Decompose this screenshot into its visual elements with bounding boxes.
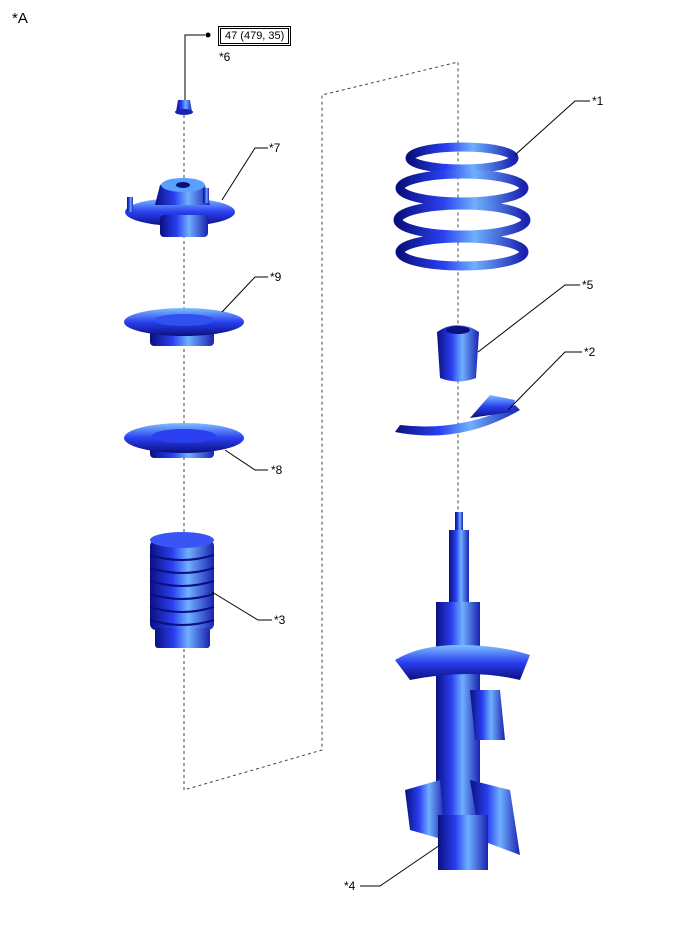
torque-spec-box: 47 (479, 35) bbox=[218, 26, 292, 46]
callout-1: *1 bbox=[592, 94, 604, 108]
bump-stopper bbox=[437, 325, 479, 382]
callout-3: *3 bbox=[274, 613, 286, 627]
nut bbox=[175, 100, 193, 115]
callout-9: *9 bbox=[270, 270, 282, 284]
dust-boot bbox=[149, 532, 215, 648]
shock-absorber bbox=[395, 512, 530, 870]
coil-spring bbox=[393, 142, 531, 271]
leader-lines bbox=[184, 34, 590, 887]
torque-spec: 47 (479, 35) bbox=[220, 28, 290, 44]
upper-insulator bbox=[124, 423, 244, 458]
callout-7: *7 bbox=[269, 141, 281, 155]
view-label: *A bbox=[12, 10, 28, 27]
upper-spring-seat bbox=[124, 308, 244, 346]
callout-8: *8 bbox=[271, 463, 283, 477]
callout-4: *4 bbox=[344, 879, 356, 893]
assembly-dashed-line bbox=[183, 61, 459, 791]
callout-6: *6 bbox=[219, 50, 231, 64]
torque-marker bbox=[205, 32, 211, 38]
upper-support bbox=[125, 178, 235, 237]
lower-insulator bbox=[395, 395, 520, 436]
callout-5: *5 bbox=[582, 278, 594, 292]
callout-2: *2 bbox=[584, 345, 596, 359]
